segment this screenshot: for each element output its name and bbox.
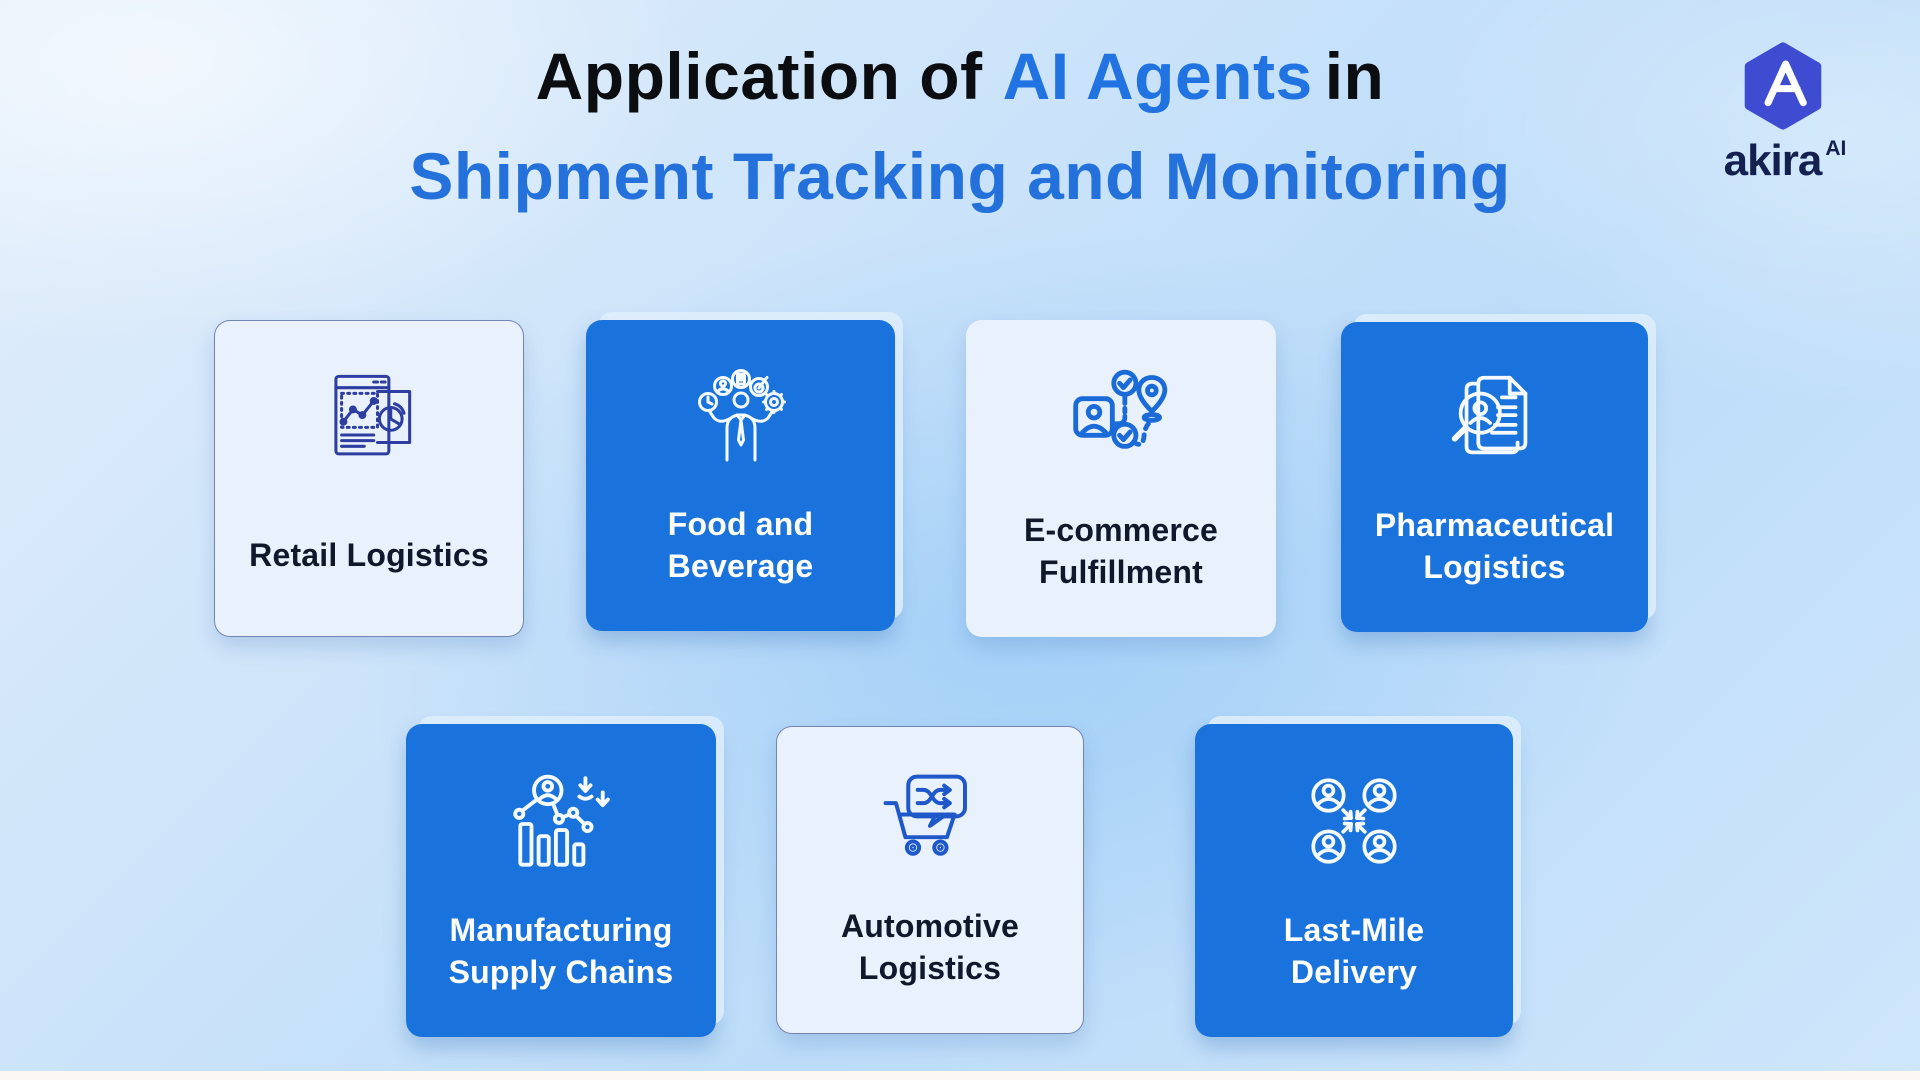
card-label: Retail Logistics (249, 536, 489, 573)
card-pharmaceutical-logistics: Pharmaceutical Logistics (1341, 322, 1648, 632)
retail-report-analytics-icon (317, 365, 421, 474)
card-retail-logistics: Retail Logistics (214, 320, 524, 637)
bottom-strip (0, 1071, 1920, 1080)
people-convergence-icon (1300, 768, 1408, 881)
brand-text: akira (1723, 136, 1823, 185)
title-part-black-1: Application of (535, 39, 983, 113)
card-label: Food and Beverage (667, 505, 814, 584)
card-last-mile-delivery: Last-Mile Delivery (1195, 724, 1513, 1037)
card-automotive-logistics: Automotive Logistics (776, 726, 1084, 1034)
card-manufacturing-supply-chains: Manufacturing Supply Chains (406, 724, 716, 1037)
card-label: Last-Mile Delivery (1283, 911, 1425, 990)
card-food-and-beverage: Food and Beverage (586, 320, 895, 631)
card-label: Automotive Logistics (841, 907, 1019, 986)
card-ecommerce-fulfillment: E-commerce Fulfillment (966, 320, 1276, 637)
title-line-2: Shipment Tracking and Monitoring (409, 138, 1511, 213)
card-label: E-commerce Fulfillment (1023, 511, 1219, 590)
card-label: Manufacturing Supply Chains (448, 911, 674, 990)
order-route-tracking-icon (1068, 364, 1174, 475)
title-part-black-2: in (1324, 39, 1385, 113)
cart-shuffle-icon (878, 771, 982, 880)
supply-chain-analytics-icon (505, 768, 617, 885)
document-inspection-icon (1441, 366, 1549, 479)
brand-sup: AI (1825, 137, 1847, 161)
card-label: Pharmaceutical Logistics (1374, 506, 1615, 585)
akira-hexagon-logo-icon (1744, 42, 1822, 130)
person-juggling-tasks-icon (686, 364, 796, 479)
title-part-blue: AI Agents (1002, 39, 1313, 113)
